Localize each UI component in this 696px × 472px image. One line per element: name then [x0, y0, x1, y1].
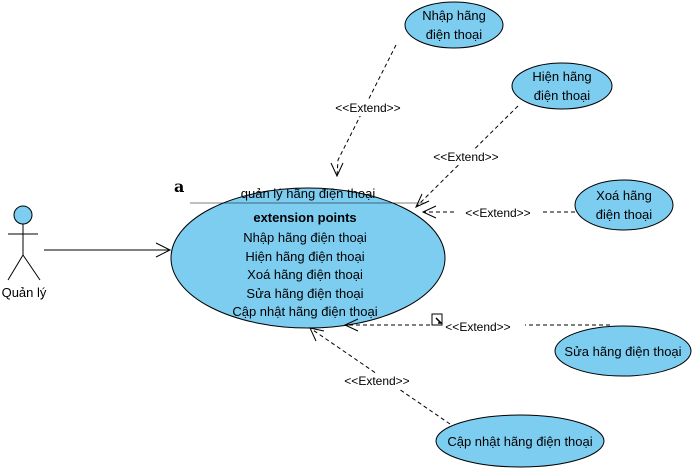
actor-label: Quản lý — [2, 285, 47, 300]
use-case-nhap-label-1: Nhập hãng — [422, 8, 486, 23]
use-case-hien-label-2: điện thoại — [534, 88, 590, 103]
extension-points-title: extension points — [253, 210, 356, 225]
extend-stereotype: <<Extend>> — [344, 374, 409, 388]
use-case-hien-label-1: Hiện hãng — [532, 69, 591, 84]
use-case-cap-nhat-label: Cập nhật hãng điện thoại — [447, 434, 592, 449]
extend-relation-hien: <<Extend>> — [414, 105, 519, 209]
cursor-icon — [435, 317, 443, 324]
use-case-xoa-label-1: Xoá hãng — [596, 188, 652, 203]
actor-head — [13, 205, 33, 225]
main-use-case-ellipse — [170, 187, 446, 329]
extension-point: Sửa hãng điện thoại — [246, 286, 363, 301]
diagram-marker: a — [174, 177, 184, 196]
extension-point: Cập nhật hãng điện thoại — [232, 304, 377, 319]
actor-right-leg — [22, 254, 41, 281]
extend-relation-cap-nhat: <<Extend>> — [309, 327, 451, 425]
extend-stereotype: <<Extend>> — [445, 320, 510, 334]
extension-point: Nhập hãng điện thoại — [243, 230, 367, 245]
extend-stereotype: <<Extend>> — [335, 101, 400, 115]
extend-relation-xoa: <<Extend>> — [421, 205, 575, 220]
extend-stereotype: <<Extend>> — [433, 150, 498, 164]
use-case-sua-hang[interactable]: Sửa hãng điện thoại — [554, 325, 692, 377]
use-case-cap-nhat-hang[interactable]: Cập nhật hãng điện thoại — [435, 414, 605, 468]
extend-relation-nhap: <<Extend>> — [330, 44, 406, 178]
extend-relation-sua: <<Extend>> — [343, 313, 610, 334]
use-case-sua-label: Sửa hãng điện thoại — [564, 344, 681, 359]
use-case-nhap-hang[interactable]: Nhập hãng điện thoại — [404, 1, 504, 49]
association-line — [44, 242, 172, 258]
actor-left-leg — [7, 254, 24, 281]
use-case-hien-hang[interactable]: Hiện hãng điện thoại — [511, 62, 613, 110]
use-case-xoa-hang[interactable]: Xoá hãng điện thoại — [574, 179, 674, 231]
use-case-xoa-label-2: điện thoại — [596, 207, 652, 222]
main-use-case[interactable]: quản lý hãng điện thoại extension points… — [170, 186, 446, 329]
extend-stereotype: <<Extend>> — [465, 206, 530, 220]
actor-quan-ly[interactable]: Quản lý — [2, 205, 47, 300]
use-case-nhap-label-2: điện thoại — [426, 27, 482, 42]
extension-point: Hiện hãng điện thoại — [245, 249, 364, 264]
extension-point: Xoá hãng điện thoại — [247, 267, 363, 282]
main-use-case-name: quản lý hãng điện thoại — [241, 186, 376, 201]
